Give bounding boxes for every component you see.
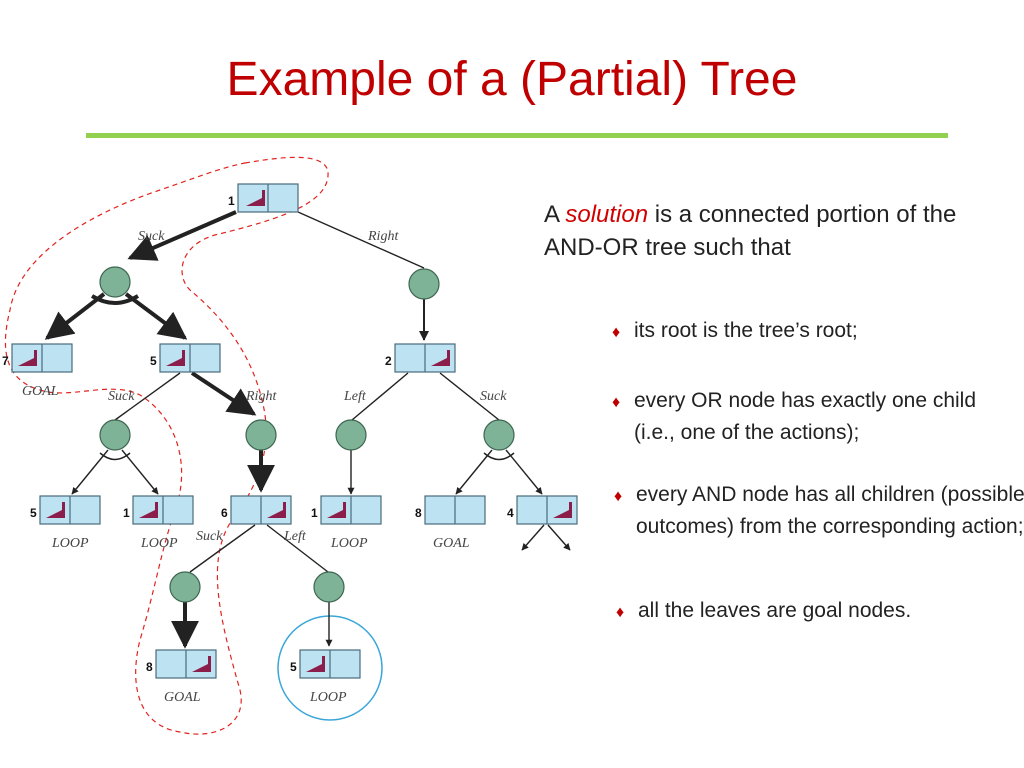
diamond-bullet-icon: ♦	[612, 394, 621, 411]
diamond-bullet-icon: ♦	[612, 324, 621, 341]
action-labels: Suck Right Suck Right Left Suck Suck Lef…	[108, 229, 507, 544]
state-node-s1a: 1 LOOP	[123, 495, 194, 551]
state-node-s6: 6	[221, 495, 292, 525]
state-label: GOAL	[164, 690, 201, 705]
state-node-s5a: 5 LOOP	[30, 495, 101, 551]
and-node-s2-suck	[483, 419, 515, 451]
state-number: 8	[146, 660, 153, 674]
state-number: 5	[30, 506, 37, 520]
state-number: 1	[228, 194, 235, 208]
action-label-suck: Suck	[138, 229, 165, 244]
action-label-left: Left	[343, 389, 367, 404]
diamond-bullet-icon: ♦	[616, 604, 625, 621]
state-node-s1b: 1 LOOP	[311, 495, 382, 551]
state-number: 6	[221, 506, 228, 520]
state-number: 1	[311, 506, 318, 520]
title-divider	[86, 133, 948, 138]
intro-rest: is a connected portion of the AND-OR tre…	[544, 201, 957, 261]
state-label: GOAL	[22, 384, 59, 399]
solution-outline	[4, 156, 329, 735]
action-label-right: Right	[245, 389, 277, 404]
state-node-s8b: 8 GOAL	[146, 649, 217, 705]
state-label: LOOP	[330, 536, 368, 551]
intro-prefix: A	[544, 201, 559, 228]
and-node-s2-left	[335, 419, 367, 451]
and-node-s6-left	[313, 571, 345, 603]
state-number: 5	[290, 660, 297, 674]
state-label: LOOP	[309, 690, 347, 705]
state-number: 8	[415, 506, 422, 520]
and-or-tree-diagram: 1 7 GOAL 5 2 5 LOOP 1 LOOP 6 1 LOOP 8 GO…	[2, 156, 578, 735]
and-nodes	[99, 266, 515, 603]
bullet-item: ♦ its root is the tree’s root;	[612, 316, 1014, 348]
tree-edges	[44, 210, 571, 649]
loop-highlight-circle	[277, 615, 383, 721]
and-node-s6-suck	[169, 571, 201, 603]
solution-definition: A solution is a connected portion of the…	[544, 198, 984, 264]
slide-title: Example of a (Partial) Tree	[226, 53, 798, 106]
action-label-suck: Suck	[196, 529, 223, 544]
action-label-suck: Suck	[480, 389, 507, 404]
bullet-item: ♦ every OR node has exactly one child (i.…	[612, 386, 1014, 448]
state-number: 2	[385, 354, 392, 368]
and-node-root-suck	[99, 266, 131, 298]
bullet-text: its root is the tree’s root;	[634, 319, 858, 342]
state-node-s5b: 5 LOOP	[290, 649, 361, 705]
state-number: 7	[2, 354, 9, 368]
state-number: 1	[123, 506, 130, 520]
bullet-text: every OR node has exactly one child (i.e…	[634, 389, 977, 444]
intro-highlight: solution	[565, 201, 649, 228]
action-label-suck: Suck	[108, 389, 135, 404]
action-label-right: Right	[367, 229, 399, 244]
state-node-s2: 2	[385, 343, 456, 373]
and-node-root-right	[408, 268, 440, 300]
bullet-item: ♦ every AND node has all children (possib…	[614, 480, 1024, 542]
state-label: LOOP	[51, 536, 89, 551]
state-number: 5	[150, 354, 157, 368]
state-number: 4	[507, 506, 514, 520]
state-node-s8a: 8 GOAL	[415, 495, 486, 551]
state-node-root: 1	[228, 183, 299, 213]
bullet-item: ♦ all the leaves are goal nodes.	[616, 596, 1018, 628]
bullet-text: every AND node has all children (possibl…	[636, 483, 1024, 538]
state-node-s7: 7 GOAL	[2, 343, 73, 399]
state-label: GOAL	[433, 536, 470, 551]
state-node-s5: 5	[150, 343, 221, 373]
action-label-left: Left	[283, 529, 307, 544]
bullet-text: all the leaves are goal nodes.	[638, 599, 912, 622]
state-node-s4: 4	[507, 495, 578, 525]
state-label: LOOP	[140, 536, 178, 551]
and-node-s5-right	[245, 419, 277, 451]
and-node-s5-suck	[99, 419, 131, 451]
diamond-bullet-icon: ♦	[614, 488, 623, 505]
